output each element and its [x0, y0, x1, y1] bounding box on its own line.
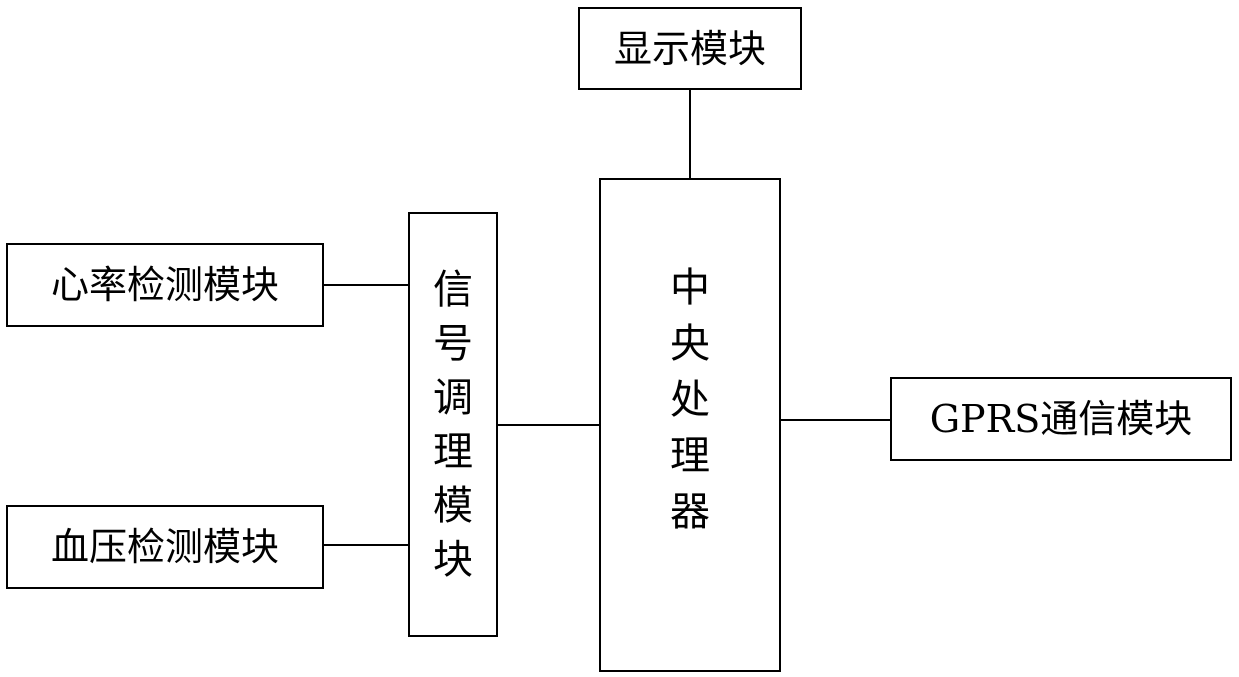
blood-pressure-module-label: 血压检测模块 — [51, 528, 279, 566]
display-module-label: 显示模块 — [614, 30, 766, 68]
signal-conditioning-module-label: 信号调理模块 — [433, 263, 473, 587]
blood-pressure-module-box: 血压检测模块 — [6, 505, 324, 589]
signal-conditioning-module-box: 信号调理模块 — [408, 212, 498, 637]
gprs-module-label: GPRS通信模块 — [930, 400, 1193, 438]
heart-rate-module-box: 心率检测模块 — [6, 243, 324, 327]
heart-rate-module-label: 心率检测模块 — [51, 266, 279, 304]
central-processor-label: 中央处理器 — [670, 260, 710, 540]
display-module-box: 显示模块 — [578, 7, 802, 90]
gprs-module-box: GPRS通信模块 — [890, 377, 1232, 461]
central-processor-box: 中央处理器 — [599, 178, 781, 672]
